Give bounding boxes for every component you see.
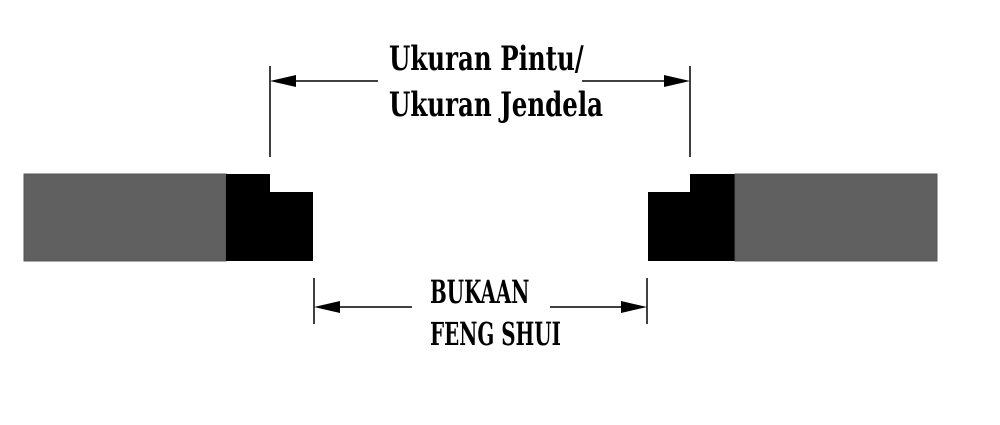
right-wall (734, 173, 938, 262)
top-label-line1: Ukuran Pintu/ (389, 39, 584, 79)
top-arrow-right-icon (664, 75, 690, 87)
bottom-arrow-right-icon (621, 301, 647, 313)
bottom-label-line1: BUKAAN (430, 273, 530, 311)
bottom-label-line2: FENG SHUI (430, 315, 561, 353)
top-arrow-left-icon (270, 75, 296, 87)
top-label-line2: Ukuran Jendela (389, 85, 603, 125)
left-wall (23, 173, 227, 262)
bottom-arrow-left-icon (314, 301, 340, 313)
right-frame (648, 174, 735, 261)
left-frame (226, 174, 313, 261)
